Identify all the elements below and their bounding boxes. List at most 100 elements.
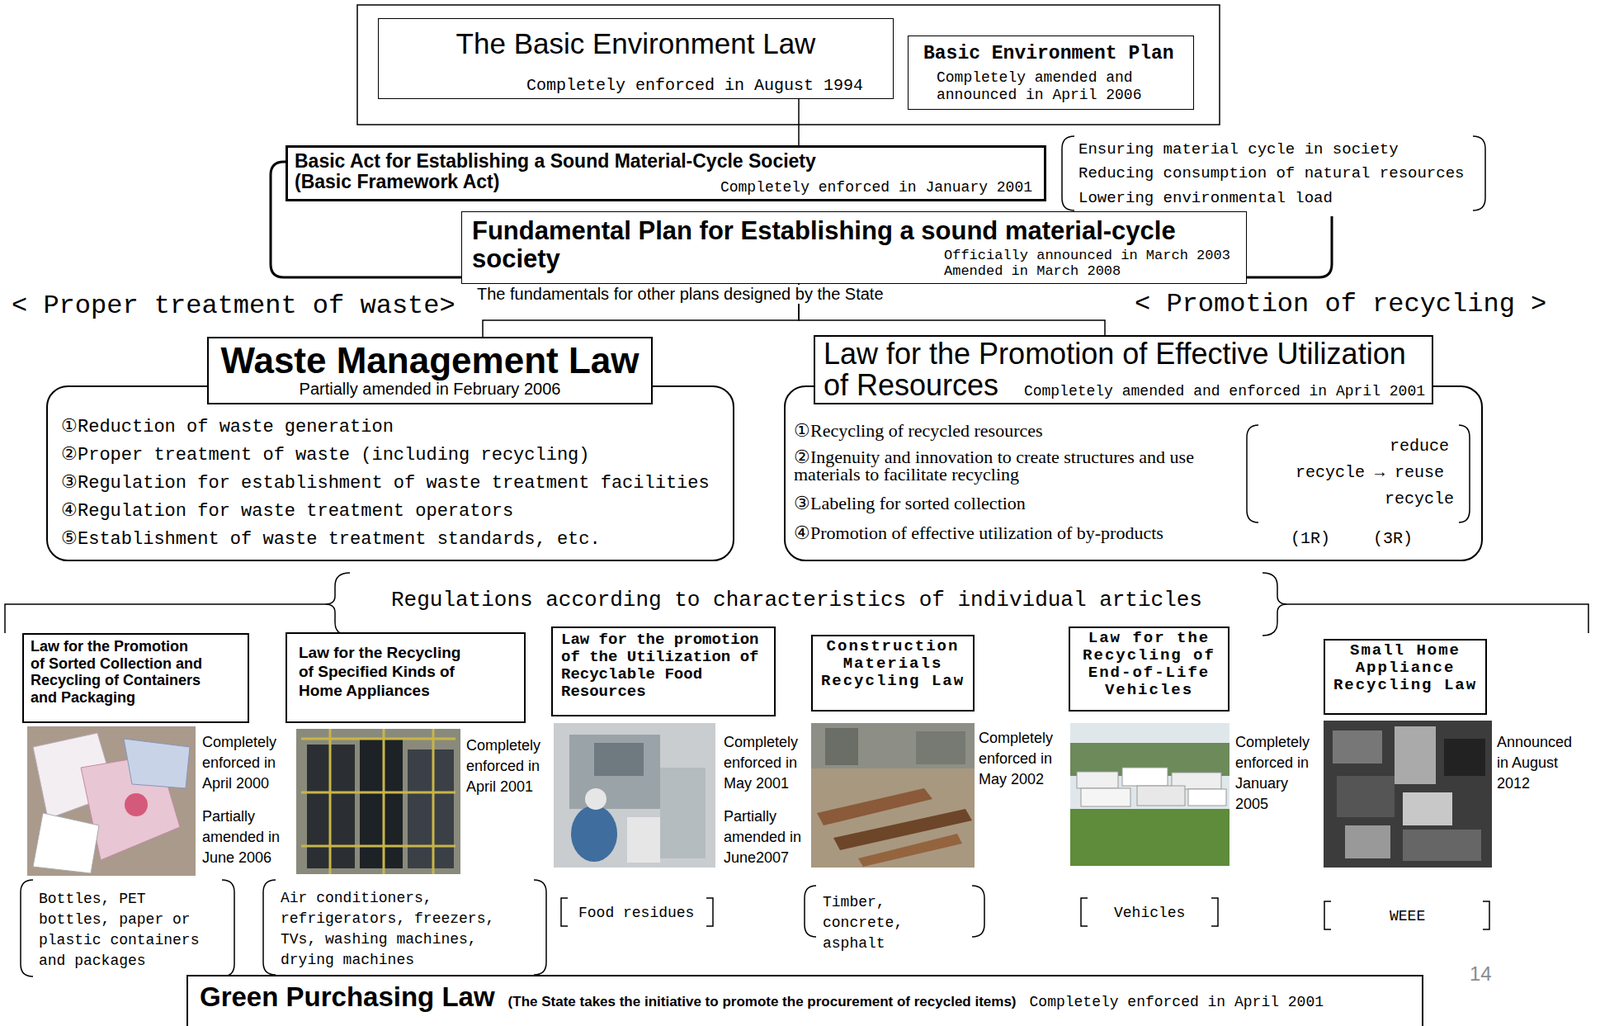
photo-vehicles bbox=[1188, 788, 1227, 806]
node-text: Partially amended in February 2006 bbox=[208, 379, 652, 399]
bracket bbox=[1211, 897, 1218, 926]
photo-small-appliances bbox=[1332, 730, 1383, 764]
photo-food-plant bbox=[660, 767, 706, 859]
photo-small-appliances bbox=[1444, 738, 1486, 776]
node-text: (The State takes the initiative to promo… bbox=[508, 993, 1017, 1011]
photo-construction bbox=[825, 727, 859, 765]
law-heading: Waste Management LawPartially amended in… bbox=[207, 336, 653, 405]
photo-vehicles bbox=[1076, 771, 1119, 789]
regulation-bracket bbox=[4, 604, 326, 633]
node-text: recycle → reuse bbox=[1295, 462, 1445, 482]
act-box: Basic Act for Establishing a Sound Mater… bbox=[285, 145, 1047, 202]
bracket bbox=[1061, 136, 1075, 211]
goal-note: Ensuring material cycle in society bbox=[1078, 140, 1399, 159]
photo-small-appliances bbox=[1402, 829, 1482, 861]
node-title: Law for the Recycling of End-of-Life Veh… bbox=[1070, 627, 1228, 701]
photo-food-plant bbox=[585, 788, 607, 810]
goal-note: Lowering environmental load bbox=[1078, 188, 1333, 208]
node-title: Basic Environment Plan bbox=[908, 36, 1194, 65]
node-text: Completely enforced in August 1994 bbox=[526, 75, 864, 95]
node-text: ④Promotion of effective utilization of b… bbox=[793, 522, 1164, 544]
node-text: (1R) bbox=[1290, 528, 1331, 548]
section-label: < Promotion of recycling > bbox=[1134, 288, 1547, 320]
date-note: Partially amended in June2007 bbox=[723, 806, 807, 869]
item-list: Vehicles bbox=[1113, 902, 1185, 924]
photo-containers bbox=[123, 738, 190, 789]
photo-construction bbox=[915, 731, 966, 765]
node-text: ⑤Establishment of waste treatment standa… bbox=[61, 525, 733, 554]
photo-containers bbox=[124, 792, 148, 817]
item-list: Bottles, PET bottles, paper or plastic c… bbox=[38, 888, 208, 972]
law-heading: Law for the promotion of the Utilization… bbox=[551, 626, 776, 717]
photo-appliances bbox=[407, 749, 454, 869]
node-text: recycle bbox=[1384, 489, 1454, 509]
page-number: 14 bbox=[1469, 962, 1492, 986]
section-label: Regulations according to characteristics… bbox=[391, 587, 1203, 613]
photo-construction bbox=[811, 722, 975, 868]
photo-appliances bbox=[296, 728, 461, 874]
date-note: Partially amended in June 2006 bbox=[202, 806, 285, 869]
photo-vehicles bbox=[1122, 767, 1168, 786]
node-text: Completely enforced in January 2001 bbox=[720, 179, 1033, 196]
node-title: The Basic Environment Law bbox=[378, 18, 893, 61]
photo-food-plant bbox=[569, 734, 661, 809]
date-note: Completely enforced in January 2005 bbox=[1235, 731, 1318, 815]
goal-note: Reducing consumption of natural resource… bbox=[1078, 164, 1464, 183]
law-heading: Small Home Appliance Recycling Law bbox=[1323, 638, 1487, 715]
photo-food-plant bbox=[594, 742, 644, 776]
photo-vehicles bbox=[1070, 722, 1230, 866]
connector-line bbox=[797, 99, 800, 146]
note-text: The fundamentals for other plans designe… bbox=[475, 284, 886, 304]
photo-appliances bbox=[359, 739, 403, 869]
photo-food-plant bbox=[553, 722, 716, 868]
node-title: ①Recycling of recycled resources bbox=[793, 420, 1044, 442]
date-note: Completely enforced in May 2002 bbox=[978, 727, 1062, 790]
photo-appliances bbox=[296, 728, 461, 874]
bracket bbox=[804, 885, 817, 937]
bracket bbox=[20, 136, 1490, 977]
photo-construction bbox=[811, 722, 975, 769]
bracket bbox=[533, 879, 547, 975]
law-heading: Construction Materials Recycling Law bbox=[811, 634, 975, 712]
frame-outline bbox=[357, 4, 1220, 125]
node-text: (3R) bbox=[1373, 528, 1413, 548]
item-list: WEEE bbox=[1389, 906, 1426, 927]
bracket bbox=[1482, 901, 1490, 930]
node-title: ①Reduction of waste generation bbox=[61, 413, 733, 442]
bracket bbox=[1472, 136, 1486, 211]
node-text: Officially announced in March 2003 Amend… bbox=[943, 247, 1242, 280]
node-title: Law for the Recycling of Specified Kinds… bbox=[287, 633, 480, 710]
date-note: Completely enforced in April 2001 bbox=[466, 735, 549, 798]
photo-construction bbox=[858, 833, 963, 867]
node-text: Completely enforced in April 2001 bbox=[1029, 993, 1324, 1011]
photo-construction bbox=[816, 788, 933, 826]
photo-small-appliances bbox=[1345, 825, 1391, 859]
photo-small-appliances bbox=[1394, 726, 1436, 784]
photo-small-appliances bbox=[1336, 775, 1395, 817]
date-note: Completely enforced in April 2000 bbox=[202, 731, 285, 794]
node-title: Waste Management Law bbox=[208, 338, 652, 380]
node-title: Green Purchasing Law bbox=[199, 981, 496, 1013]
node-title: Law for the promotion of the Utilization… bbox=[552, 627, 775, 704]
bracket bbox=[263, 879, 276, 975]
bracket bbox=[1246, 424, 1259, 523]
node-text: ③Labeling for sorted collection bbox=[793, 492, 1026, 515]
law-heading: Law for the Promotion of Sorted Collecti… bbox=[22, 632, 250, 723]
law-box: The Basic Environment LawCompletely enfo… bbox=[377, 18, 894, 100]
photo-food-plant bbox=[571, 805, 618, 862]
list-panel: ①Recycling of recycled resources②Ingenui… bbox=[783, 385, 1483, 562]
item-list: Food residues bbox=[578, 902, 694, 924]
node-text: Completely amended and enforced in April… bbox=[1024, 382, 1426, 400]
node-text: ④Regulation for waste treatment operator… bbox=[61, 497, 733, 526]
node-text: reduce bbox=[1389, 436, 1449, 456]
node-title: Construction Materials Recycling Law bbox=[812, 636, 973, 692]
bracket bbox=[1080, 897, 1088, 926]
date-note: Completely enforced in May 2001 bbox=[723, 731, 807, 794]
item-list: Timber, concrete, asphalt bbox=[822, 892, 914, 954]
photo-vehicles bbox=[1070, 722, 1230, 866]
section-label: < Proper treatment of waste> bbox=[11, 290, 456, 321]
node-text: Completely amended and announced in Apri… bbox=[908, 64, 1194, 104]
photo-food-plant bbox=[553, 722, 716, 868]
regulation-bracket bbox=[4, 572, 1589, 636]
